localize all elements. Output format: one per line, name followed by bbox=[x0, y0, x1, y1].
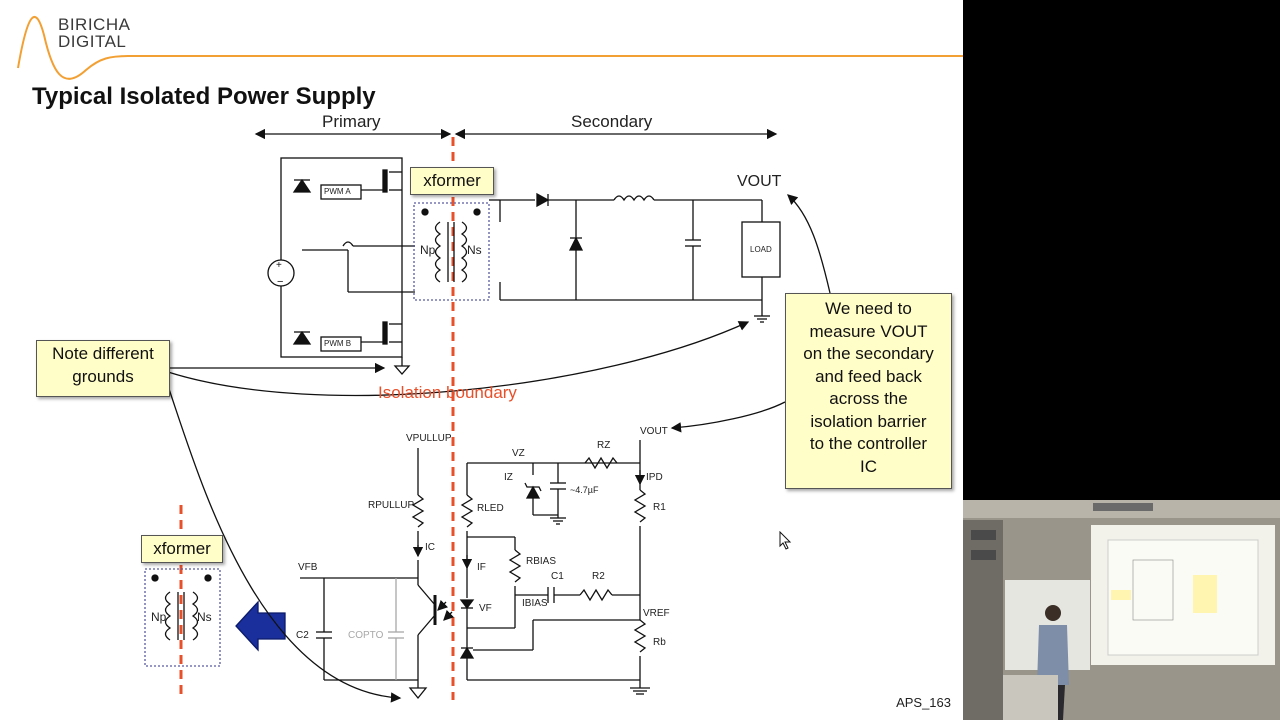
note-grounds-line: grounds bbox=[72, 366, 134, 386]
measure-vout-line: to the controller bbox=[809, 434, 928, 453]
vout-label: VOUT bbox=[737, 173, 782, 190]
logo-line2: DIGITAL bbox=[58, 32, 127, 51]
isolation-boundary-label: Isolation boundary bbox=[378, 383, 517, 402]
rled-label: RLED bbox=[477, 503, 504, 514]
circuit-diagram: + − bbox=[144, 128, 831, 703]
pwm-a-label: PWM A bbox=[324, 187, 351, 196]
note-grounds-callout: Note different grounds bbox=[36, 340, 170, 397]
np-label: Np bbox=[420, 243, 436, 257]
presenter-video bbox=[963, 500, 1280, 720]
vfb-label: VFB bbox=[298, 562, 318, 573]
slide-title: Typical Isolated Power Supply bbox=[32, 83, 376, 110]
load-label: LOAD bbox=[750, 245, 772, 254]
rbias-label: RBIAS bbox=[526, 556, 557, 567]
copto-label: COPTO bbox=[348, 630, 384, 641]
svg-text:+: + bbox=[276, 260, 282, 271]
presenter-video-frame bbox=[963, 500, 1280, 720]
cursor-icon bbox=[779, 531, 792, 550]
r1-label: R1 bbox=[653, 502, 666, 513]
rb-label: Rb bbox=[653, 637, 666, 648]
measure-vout-callout: We need to measure VOUT on the secondary… bbox=[785, 293, 952, 489]
c2-label: C2 bbox=[296, 630, 309, 641]
logo-line1: BIRICHA bbox=[58, 15, 131, 34]
measure-vout-line: on the secondary bbox=[803, 344, 934, 363]
ipd-label: IPD bbox=[646, 472, 663, 483]
measure-vout-line: IC bbox=[860, 456, 877, 476]
ibias-label: IBIAS bbox=[522, 598, 548, 609]
slide-reference: APS_163 bbox=[896, 695, 951, 710]
vpullup-label: VPULLUP bbox=[406, 433, 452, 444]
logo-curve bbox=[17, 15, 963, 80]
np-label-bottom: Np bbox=[151, 610, 167, 624]
measure-vout-line: measure VOUT bbox=[809, 321, 928, 341]
measure-vout-line: isolation barrier bbox=[810, 411, 927, 431]
measure-vout-line: across the bbox=[829, 389, 908, 408]
vf-label: VF bbox=[479, 603, 492, 614]
rpullup-label: RPULLUP bbox=[368, 500, 415, 511]
secondary-label: Secondary bbox=[571, 112, 653, 131]
svg-text:−: − bbox=[277, 276, 283, 288]
measure-vout-line: We need to bbox=[825, 299, 912, 318]
primary-label: Primary bbox=[322, 112, 381, 131]
note-grounds-line: Note different bbox=[52, 344, 154, 363]
ns-label: Ns bbox=[467, 243, 482, 257]
measure-vout-line: and feed back bbox=[815, 366, 922, 386]
xformer-callout-bottom: xformer bbox=[141, 535, 223, 563]
ic-label: IC bbox=[425, 542, 435, 553]
ns-label-bottom: Ns bbox=[197, 610, 212, 624]
cap-value-label: ~4.7µF bbox=[570, 485, 599, 495]
vz-label: VZ bbox=[512, 448, 525, 459]
xformer-callout-top: xformer bbox=[410, 167, 494, 195]
if-label: IF bbox=[477, 562, 486, 573]
vout-bottom-label: VOUT bbox=[640, 426, 668, 437]
vref-label: VREF bbox=[643, 608, 670, 619]
slide: BIRICHA DIGITAL Typical Isolated Power S… bbox=[0, 0, 963, 720]
pwm-b-label: PWM B bbox=[324, 339, 352, 348]
iz-label: IZ bbox=[504, 472, 513, 483]
rz-label: RZ bbox=[597, 440, 611, 451]
c1-label: C1 bbox=[551, 571, 564, 582]
r2-label: R2 bbox=[592, 571, 605, 582]
